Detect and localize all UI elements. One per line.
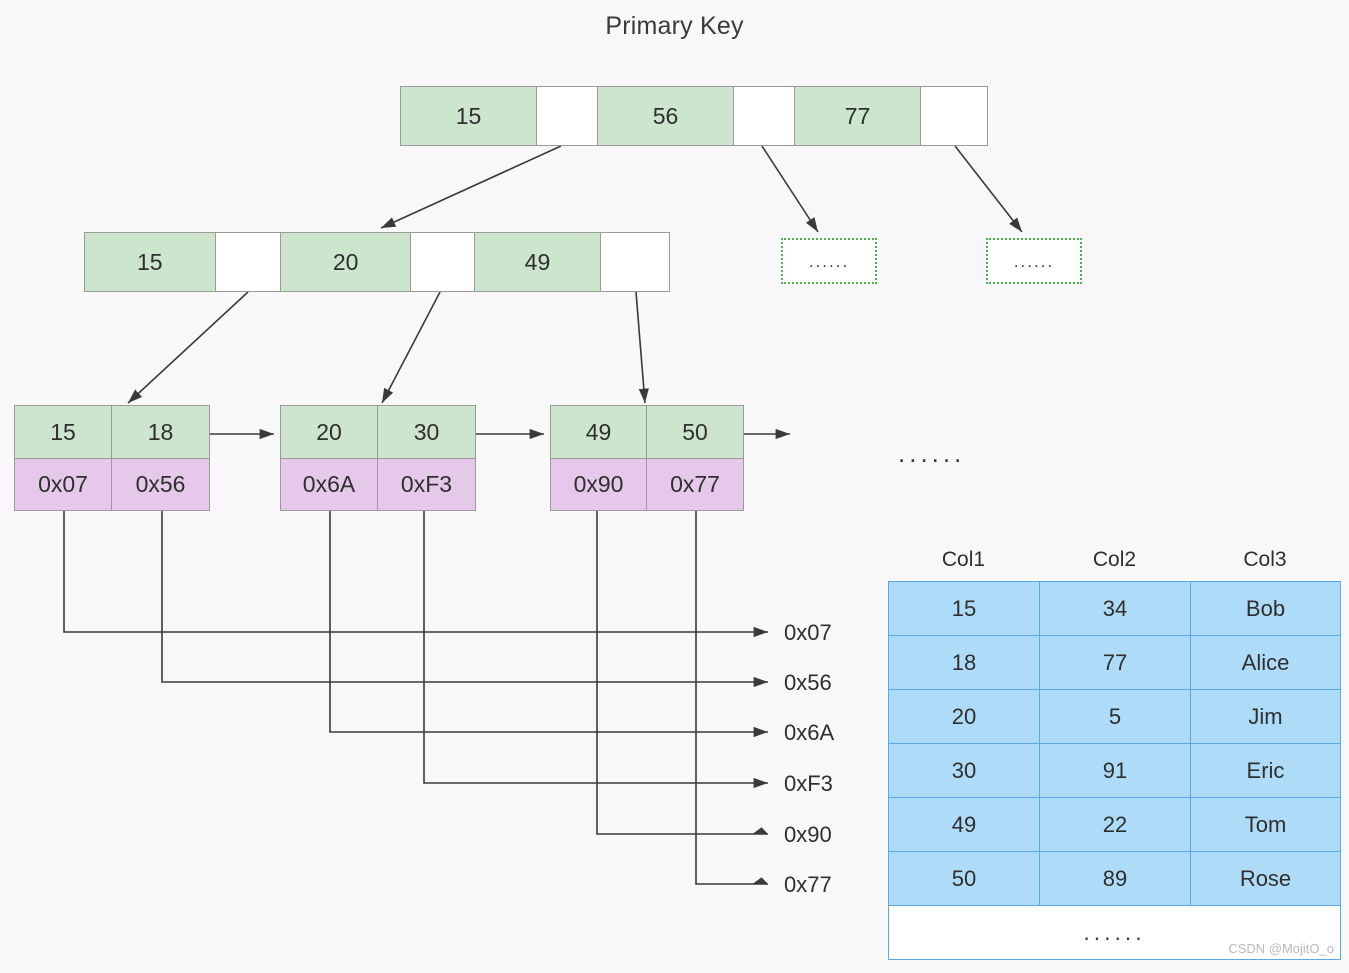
column-header-col2: Col2 (1092, 548, 1137, 571)
address-label: 0x77 (784, 872, 832, 897)
leaf-key-cell[interactable]: 20 (281, 406, 378, 458)
internal-key-cell[interactable]: 49 (474, 233, 602, 291)
table-row[interactable]: 50 89 Rose (888, 851, 1341, 906)
data-table-wrapper: Col1 Col2 Col3 15 34 Bob 18 77 (888, 548, 1341, 960)
table-cell: 20 (888, 689, 1040, 744)
leaf-node: 49 50 0x90 0x77 (550, 405, 744, 511)
leaf-address-cell[interactable]: 0x90 (551, 459, 647, 510)
internal-key-cell[interactable]: 15 (85, 233, 216, 291)
table-cell: 15 (888, 581, 1040, 636)
leaf-node: 15 18 0x07 0x56 (14, 405, 210, 511)
table-row[interactable]: 15 34 Bob (888, 581, 1341, 636)
table-cell: Jim (1190, 689, 1341, 744)
root-node: 15 56 77 (400, 86, 988, 146)
placeholder-node-left[interactable]: ...... (781, 238, 877, 284)
table-more-cell: ...... CSDN @MojitO_o (888, 905, 1341, 960)
leaf-key-cell[interactable]: 50 (647, 406, 743, 458)
leaf-key-cell[interactable]: 30 (378, 406, 475, 458)
leaf-address-cell[interactable]: 0x07 (15, 459, 112, 510)
table-row[interactable]: 49 22 Tom (888, 797, 1341, 852)
internal-pointer-cell[interactable] (410, 233, 475, 291)
table-cell: Bob (1190, 581, 1341, 636)
table-cell: 5 (1039, 689, 1191, 744)
leaf-key-row: 20 30 (281, 406, 475, 459)
leaf-chain-ellipsis: ...... (898, 438, 966, 468)
leaf-address-row: 0x07 0x56 (15, 459, 209, 510)
table-cell: 22 (1039, 797, 1191, 852)
table-cell: 77 (1039, 635, 1191, 690)
internal-key-cell[interactable]: 20 (281, 233, 411, 291)
address-label: 0x56 (784, 670, 832, 695)
leaf-address-cell[interactable]: 0x56 (112, 459, 209, 510)
internal-pointer-cell[interactable] (215, 233, 282, 291)
table-cell: Eric (1190, 743, 1341, 798)
leaf-address-cell[interactable]: 0xF3 (378, 459, 475, 510)
table-cell: 30 (888, 743, 1040, 798)
address-label: 0x6A (784, 720, 835, 745)
leaf-node: 20 30 0x6A 0xF3 (280, 405, 476, 511)
internal-node: 15 20 49 (84, 232, 670, 292)
leaf-key-row: 49 50 (551, 406, 743, 459)
table-row[interactable]: 20 5 Jim (888, 689, 1341, 744)
leaf-address-cell[interactable]: 0x6A (281, 459, 378, 510)
address-label: 0x07 (784, 620, 832, 645)
address-label: 0x90 (784, 822, 832, 847)
table-cell: Tom (1190, 797, 1341, 852)
placeholder-ellipsis: ...... (808, 251, 850, 271)
leaf-key-cell[interactable]: 49 (551, 406, 647, 458)
table-cell: 34 (1039, 581, 1191, 636)
column-header-col1: Col1 (941, 548, 986, 571)
leaf-key-cell[interactable]: 15 (15, 406, 112, 458)
root-key-cell[interactable]: 15 (401, 87, 537, 145)
root-key-cell[interactable]: 77 (795, 87, 921, 145)
table-more-row: ...... CSDN @MojitO_o (888, 905, 1341, 960)
table-row[interactable]: 18 77 Alice (888, 635, 1341, 690)
table-cell: 49 (888, 797, 1040, 852)
table-cell: Rose (1190, 851, 1341, 906)
leaf-key-cell[interactable]: 18 (112, 406, 209, 458)
table-cell: 18 (888, 635, 1040, 690)
table-more-ellipsis: ...... (1083, 919, 1146, 945)
root-pointer-cell[interactable] (921, 87, 987, 145)
table-cell: Alice (1190, 635, 1341, 690)
table-row[interactable]: 30 91 Eric (888, 743, 1341, 798)
leaf-address-row: 0x6A 0xF3 (281, 459, 475, 510)
page-title: Primary Key (605, 12, 744, 40)
watermark: CSDN @MojitO_o (1228, 941, 1334, 956)
table-cell: 89 (1039, 851, 1191, 906)
data-table: 15 34 Bob 18 77 Alice 20 5 Jim (888, 581, 1341, 960)
address-label: 0xF3 (784, 771, 833, 796)
column-header-col3: Col3 (1243, 548, 1287, 571)
internal-pointer-cell[interactable] (601, 233, 669, 291)
placeholder-node-right[interactable]: ...... (986, 238, 1082, 284)
table-cell: 50 (888, 851, 1040, 906)
root-pointer-cell[interactable] (537, 87, 598, 145)
leaf-address-cell[interactable]: 0x77 (647, 459, 743, 510)
leaf-key-row: 15 18 (15, 406, 209, 459)
table-cell: 91 (1039, 743, 1191, 798)
placeholder-ellipsis: ...... (1013, 251, 1055, 271)
data-table-header-row: Col1 Col2 Col3 (888, 548, 1340, 572)
root-key-cell[interactable]: 56 (598, 87, 734, 145)
root-pointer-cell[interactable] (734, 87, 795, 145)
leaf-address-row: 0x90 0x77 (551, 459, 743, 510)
